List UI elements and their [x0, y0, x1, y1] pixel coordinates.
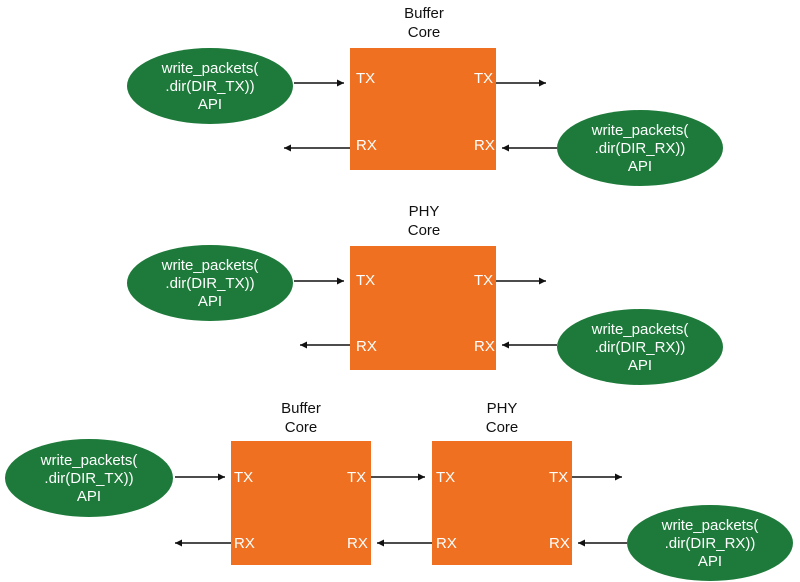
tx-api-line3: API	[77, 488, 101, 505]
rx-api-line3: API	[628, 357, 652, 374]
core-title-line2: Core	[408, 222, 441, 239]
rx-api-ellipse	[627, 505, 793, 581]
buffer-core-box	[350, 48, 496, 170]
core-title-line2: Core	[408, 24, 441, 41]
rx-api-ellipse	[557, 110, 723, 186]
port-rx-right: RX	[474, 137, 495, 154]
port-tx-right: TX	[474, 272, 493, 289]
phy-port-rx-right: RX	[549, 535, 570, 552]
tx-api-line1: write_packets(	[161, 257, 259, 274]
core-title-line1: Buffer	[404, 5, 444, 22]
port-rx-left: RX	[356, 137, 377, 154]
diagram-buffer-core: Buffer Core TX TX RX RX write_packets( .…	[127, 5, 723, 186]
port-tx-left: TX	[356, 272, 375, 289]
rx-api-line3: API	[698, 553, 722, 570]
phy-port-tx-left: TX	[436, 469, 455, 486]
tx-api-line2: .dir(DIR_TX))	[44, 470, 133, 487]
buffer-port-rx-right: RX	[347, 535, 368, 552]
rx-api-line1: write_packets(	[661, 517, 759, 534]
core-title-line1: PHY	[409, 203, 440, 220]
phy-core-title-line1: PHY	[487, 400, 518, 417]
tx-api-ellipse	[127, 245, 293, 321]
phy-port-rx-left: RX	[436, 535, 457, 552]
buffer-core-title-line2: Core	[285, 419, 318, 436]
diagram-phy-core: PHY Core TX TX RX RX write_packets( .dir…	[127, 203, 723, 385]
rx-api-line3: API	[628, 158, 652, 175]
tx-api-ellipse	[127, 48, 293, 124]
phy-port-tx-right: TX	[549, 469, 568, 486]
rx-api-line2: .dir(DIR_RX))	[595, 339, 686, 356]
buffer-core-title-line1: Buffer	[281, 400, 321, 417]
tx-api-line1: write_packets(	[161, 60, 259, 77]
rx-api-line1: write_packets(	[591, 122, 689, 139]
buffer-port-tx-left: TX	[234, 469, 253, 486]
buffer-core-box	[231, 441, 371, 565]
buffer-port-tx-right: TX	[347, 469, 366, 486]
rx-api-line2: .dir(DIR_RX))	[595, 140, 686, 157]
phy-core-box	[350, 246, 496, 370]
buffer-port-rx-left: RX	[234, 535, 255, 552]
phy-core-box	[432, 441, 572, 565]
tx-api-line1: write_packets(	[40, 452, 138, 469]
tx-api-line2: .dir(DIR_TX))	[165, 275, 254, 292]
tx-api-line3: API	[198, 293, 222, 310]
rx-api-line1: write_packets(	[591, 321, 689, 338]
port-tx-left: TX	[356, 70, 375, 87]
port-rx-left: RX	[356, 338, 377, 355]
tx-api-line3: API	[198, 96, 222, 113]
tx-api-ellipse	[5, 439, 173, 517]
rx-api-ellipse	[557, 309, 723, 385]
phy-core-title-line2: Core	[486, 419, 519, 436]
rx-api-line2: .dir(DIR_RX))	[665, 535, 756, 552]
diagram-buffer-phy-chain: Buffer Core TX TX RX RX PHY Core TX TX R…	[5, 400, 793, 581]
port-rx-right: RX	[474, 338, 495, 355]
tx-api-line2: .dir(DIR_TX))	[165, 78, 254, 95]
port-tx-right: TX	[474, 70, 493, 87]
